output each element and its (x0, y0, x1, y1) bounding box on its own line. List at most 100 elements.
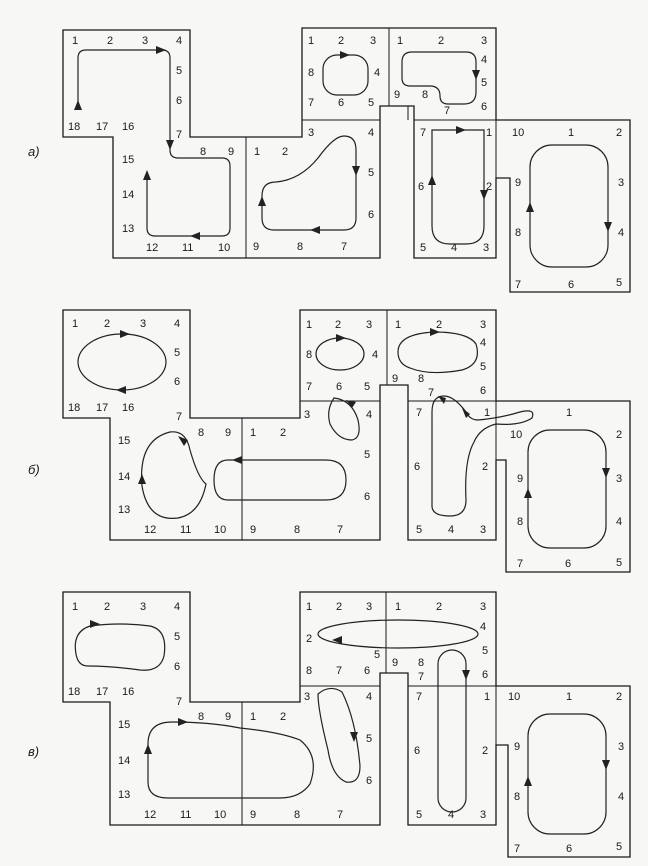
number-label: 2 (338, 35, 344, 47)
route-path (315, 337, 365, 371)
number-label: 2 (282, 146, 288, 158)
number-label: 13 (118, 789, 130, 801)
arrow-icon (138, 474, 146, 484)
number-label: 7 (514, 843, 520, 855)
route-path (431, 129, 485, 245)
number-label: 3 (480, 809, 486, 821)
number-label: 5 (420, 242, 426, 254)
number-label: 8 (418, 657, 424, 669)
arrow-icon (602, 468, 610, 478)
number-label: 2 (436, 319, 442, 331)
number-label: 12 (144, 524, 156, 536)
number-label: 3 (366, 601, 372, 613)
panel-b: б) 1 2 3 4 5 6 7 8 9 10 11 12 13 14 15 1… (28, 309, 631, 573)
arrow-icon (144, 744, 152, 754)
number-label: 2 (335, 319, 341, 331)
number-label: 5 (480, 361, 486, 373)
number-label: 3 (618, 177, 624, 189)
number-label: 4 (451, 242, 457, 254)
number-label: 1 (397, 35, 403, 47)
number-label: 2 (107, 35, 113, 47)
number-label: 2 (280, 711, 286, 723)
number-label: 16 (122, 686, 134, 698)
number-label: 5 (416, 524, 422, 536)
arrow-icon (310, 226, 320, 234)
number-label: 17 (96, 686, 108, 698)
number-label: 4 (448, 524, 454, 536)
arrow-icon (156, 46, 166, 54)
number-label: 5 (368, 167, 374, 179)
number-label: 17 (96, 402, 108, 414)
arrow-icon (472, 70, 480, 80)
number-label: 6 (566, 843, 572, 855)
number-label: 1 (250, 711, 256, 723)
number-label: 6 (418, 181, 424, 193)
number-label: 4 (368, 127, 374, 139)
arrow-icon (166, 140, 174, 150)
number-label: 8 (297, 241, 303, 253)
number-label: 3 (616, 473, 622, 485)
number-label: 7 (341, 241, 347, 253)
number-label: 4 (448, 809, 454, 821)
floor-plan-outline-a (62, 27, 631, 293)
arrow-icon (462, 408, 470, 418)
number-label: 7 (515, 279, 521, 291)
number-label: 7 (517, 558, 523, 570)
number-label: 7 (428, 387, 434, 399)
number-label: 6 (482, 669, 488, 681)
number-label: 1 (306, 319, 312, 331)
arrow-icon (462, 670, 470, 680)
number-label: 13 (122, 223, 134, 235)
number-label: 8 (306, 349, 312, 361)
number-label: 10 (218, 242, 230, 254)
number-label: 1 (254, 146, 260, 158)
number-label: 3 (481, 35, 487, 47)
panel-label-b: б) (28, 462, 40, 477)
number-label: 8 (294, 809, 300, 821)
number-label: 6 (568, 279, 574, 291)
route-path (317, 687, 361, 783)
number-label: 5 (374, 649, 380, 661)
arrow-icon (120, 330, 130, 338)
number-label: 5 (482, 645, 488, 657)
arrow-icon (524, 488, 532, 498)
number-label: 10 (510, 429, 522, 441)
arrow-icon (438, 396, 446, 404)
number-label: 3 (304, 691, 310, 703)
number-label: 7 (444, 105, 450, 117)
number-label: 14 (118, 755, 130, 767)
number-label: 18 (68, 402, 80, 414)
number-label: 8 (422, 89, 428, 101)
number-label: 5 (616, 277, 622, 289)
number-label: 9 (515, 177, 521, 189)
number-label: 5 (481, 77, 487, 89)
number-label: 7 (176, 696, 182, 708)
arrow-icon (116, 386, 126, 394)
number-label: 8 (418, 373, 424, 385)
number-label: 8 (294, 524, 300, 536)
number-label: 1 (72, 318, 78, 330)
number-label: 3 (370, 35, 376, 47)
number-label: 1 (568, 127, 574, 139)
number-label: 4 (616, 516, 622, 528)
route-path (328, 397, 360, 441)
number-label: 2 (306, 633, 312, 645)
arrow-icon (430, 328, 440, 336)
number-label: 9 (250, 524, 256, 536)
number-label: 5 (416, 809, 422, 821)
number-label: 15 (118, 435, 130, 447)
number-label: 9 (253, 241, 259, 253)
number-label: 6 (364, 665, 370, 677)
number-label: 10 (214, 809, 226, 821)
number-label: 1 (72, 35, 78, 47)
number-label: 4 (618, 791, 624, 803)
number-label: 4 (176, 35, 182, 47)
number-label: 16 (122, 402, 134, 414)
route-path (213, 459, 347, 501)
number-label: 18 (68, 121, 80, 133)
number-label: 6 (338, 97, 344, 109)
number-label: 4 (480, 621, 486, 633)
arrow-icon (526, 202, 534, 212)
number-label: 12 (144, 809, 156, 821)
